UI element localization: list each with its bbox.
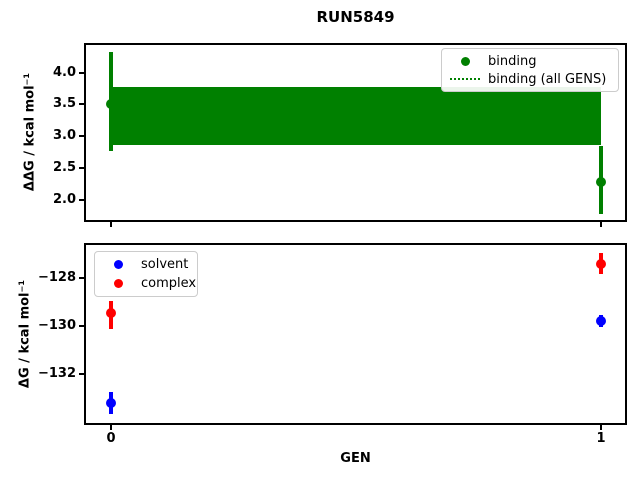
xtick-mark	[600, 222, 602, 227]
binding-point-gen1	[596, 177, 606, 187]
top-ylabel: ΔΔG / kcal mol⁻¹	[22, 72, 38, 192]
legend-label: solvent	[141, 257, 189, 272]
solvent-marker-icon	[103, 260, 133, 269]
ytick-mark	[79, 135, 84, 137]
legend-item-complex: complex	[103, 274, 196, 293]
ytick-mark	[79, 199, 84, 201]
legend-label: binding (all GENS)	[488, 71, 607, 87]
ytick-label: 2.5	[52, 160, 76, 175]
ytick-label: −128	[37, 270, 76, 285]
top-legend: binding binding (all GENS)	[441, 48, 619, 92]
complex-point-gen1	[596, 259, 606, 269]
top-plot-axes: 4.0 3.5 3.0 2.5 2.0 binding binding (all…	[53, 43, 627, 227]
xtick-mark	[110, 425, 112, 430]
xtick-mark	[600, 425, 602, 430]
legend-item-solvent: solvent	[103, 255, 189, 274]
legend-item-binding-all-gens: binding (all GENS)	[450, 70, 610, 88]
ytick-label: 3.5	[52, 96, 76, 111]
bottom-legend: solvent complex	[94, 251, 198, 297]
ytick-mark	[79, 167, 84, 169]
legend-label: binding	[488, 53, 537, 69]
ytick-mark	[79, 325, 84, 327]
ytick-label: 2.0	[52, 192, 76, 207]
ytick-label: 4.0	[52, 65, 76, 80]
binding-all-gens-band	[111, 87, 601, 145]
ytick-mark	[79, 277, 84, 279]
bottom-plot-axes: −128 −130 −132 0 1 solvent complex	[38, 243, 627, 446]
legend-item-binding: binding	[450, 52, 610, 70]
complex-marker-icon	[103, 279, 133, 288]
dotted-line-icon	[450, 78, 480, 80]
binding-marker-icon	[450, 56, 480, 66]
xtick-mark	[110, 222, 112, 227]
xtick-label: 1	[596, 431, 606, 446]
bottom-ylabel: ΔG / kcal mol⁻¹	[17, 279, 33, 389]
legend-label: complex	[141, 276, 197, 291]
ytick-label: −130	[37, 318, 76, 333]
ytick-mark	[79, 103, 84, 105]
ytick-label: −132	[37, 366, 76, 381]
binding-point-gen0	[106, 99, 116, 109]
ytick-mark	[79, 72, 84, 74]
xtick-label: 0	[106, 431, 116, 446]
solvent-point-gen1	[596, 316, 606, 326]
ytick-mark	[79, 373, 84, 375]
xlabel-gen: GEN	[340, 451, 371, 466]
ytick-label: 3.0	[52, 128, 76, 143]
solvent-point-gen0	[106, 398, 116, 408]
complex-point-gen0	[106, 308, 116, 318]
figure-title: RUN5849	[316, 8, 395, 26]
